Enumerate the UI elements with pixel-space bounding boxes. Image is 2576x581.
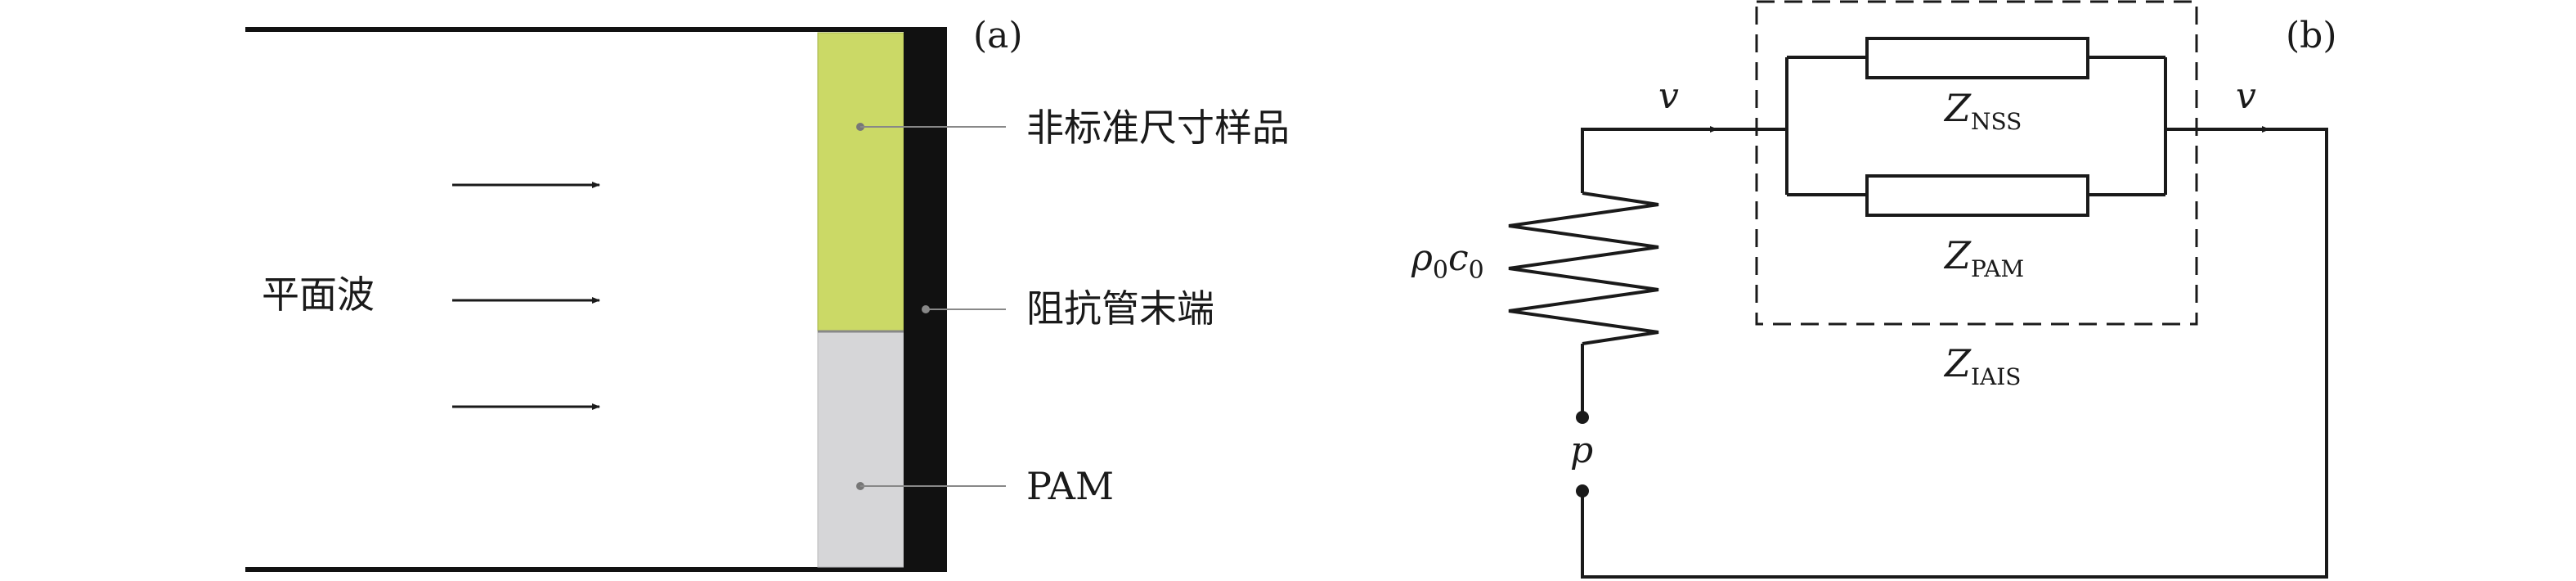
top-left-wire (1581, 128, 1775, 193)
incident-wave-label: 平面波 (262, 272, 375, 317)
iais-dashed-box (1755, 0, 2198, 326)
z-iais-label: ZIAIS (1943, 341, 2022, 390)
sample-label: 非标准尺寸样品 (1026, 106, 1290, 150)
terminal-top (1576, 411, 1589, 424)
air-impedance-label: ρ0c0 (1411, 237, 1484, 285)
z-nss-resistor (1865, 37, 2089, 79)
panel-a-label: (a) (973, 15, 1023, 56)
z-nss-label: ZNSS (1943, 86, 2022, 135)
panel-b: (b) v v p ρ0c0 ZNSS (1411, 0, 2337, 579)
z-pam-label: ZPAM (1943, 233, 2024, 282)
tube-end-label: 阻抗管末端 (1026, 286, 1214, 331)
pam-label: PAM (1026, 464, 1114, 508)
velocity-in-label: v (1658, 75, 1679, 117)
pam-block (817, 331, 904, 568)
terminal-bottom (1576, 484, 1589, 498)
sample-block (817, 32, 904, 332)
velocity-out-label: v (2236, 75, 2256, 117)
tube-end-backing (904, 29, 947, 572)
parallel-left-rail (1775, 57, 1788, 195)
air-impedance-resistor (1508, 191, 1659, 345)
top-right-wire (1581, 128, 2328, 579)
z-pam-resistor (1865, 174, 2089, 217)
panel-b-label: (b) (2286, 15, 2337, 56)
panel-a: (a) 平面波 非标准尺寸样品 阻抗管末端 PAM (245, 15, 1290, 572)
pressure-label: p (1570, 430, 1593, 471)
